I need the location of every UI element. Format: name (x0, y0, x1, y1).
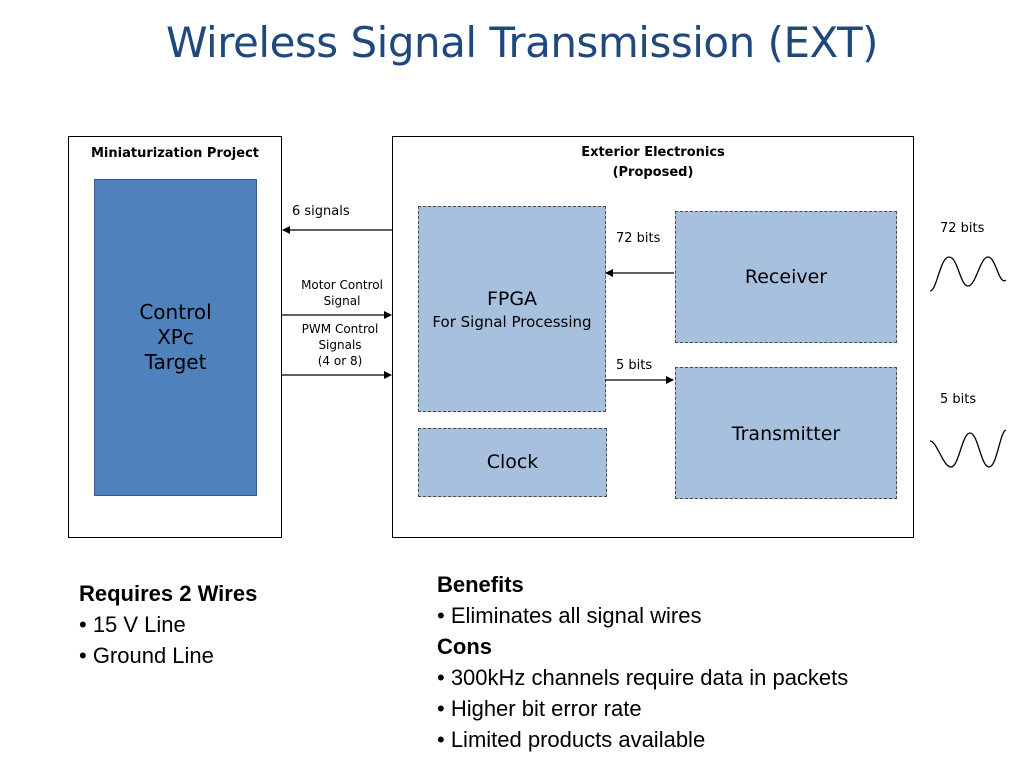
fpga-block: FPGA For Signal Processing (418, 206, 606, 412)
wires-heading: Requires 2 Wires (79, 581, 258, 606)
benefits-cons-section: Benefits • Eliminates all signal wires C… (437, 569, 848, 755)
wires-section: Requires 2 Wires • 15 V Line • Ground Li… (79, 578, 257, 671)
page-title: Wireless Signal Transmission (EXT) (165, 18, 879, 67)
control-block-line-3: Target (144, 350, 207, 374)
cons-item-1: • 300kHz channels require data in packet… (437, 665, 849, 690)
wires-item-1: • 15 V Line (79, 612, 186, 637)
clock-label: Clock (486, 451, 539, 473)
exterior-electronics-subtitle: (Proposed) (612, 165, 694, 180)
transmitter-label: Transmitter (731, 423, 841, 445)
wave-top-bits-label: 72 bits (940, 221, 985, 236)
cons-heading: Cons (437, 634, 492, 659)
clock-block: Clock (418, 428, 607, 497)
benefits-heading: Benefits (437, 572, 524, 597)
benefits-item-1: • Eliminates all signal wires (437, 603, 702, 628)
receiver-block: Receiver (675, 211, 897, 343)
fpga-sublabel: For Signal Processing (432, 312, 592, 331)
pwm-control-line-2: Signals (318, 338, 362, 352)
exterior-electronics-title: Exterior Electronics (581, 145, 725, 160)
fpga-output-bits-label: 5 bits (616, 358, 653, 373)
control-block-line-2: XPc (157, 325, 194, 349)
six-signals-label: 6 signals (292, 204, 350, 219)
motor-control-line-2: Signal (323, 294, 361, 308)
pwm-control-line-3: (4 or 8) (317, 354, 363, 368)
transmitted-wave-icon (929, 429, 1007, 468)
received-wave-icon (929, 256, 1007, 292)
miniaturization-project-title: Miniaturization Project (91, 146, 259, 161)
control-xpc-target-block: Control XPc Target (94, 179, 257, 496)
exterior-electronics-box: Exterior Electronics (Proposed) FPGA For… (392, 136, 914, 538)
control-block-line-1: Control (139, 300, 212, 324)
pwm-control-label: PWM Control Signals (4 or 8) (290, 321, 390, 369)
transmitter-block: Transmitter (675, 367, 897, 499)
miniaturization-project-box: Miniaturization Project Control XPc Targ… (68, 136, 282, 538)
motor-control-line-1: Motor Control (301, 278, 383, 292)
pwm-control-line-1: PWM Control (301, 322, 379, 336)
fpga-label: FPGA (486, 287, 538, 310)
receiver-label: Receiver (744, 266, 828, 288)
cons-item-2: • Higher bit error rate (437, 696, 642, 721)
motor-control-label: Motor Control Signal (292, 277, 392, 309)
cons-item-3: • Limited products available (437, 727, 706, 752)
fpga-input-bits-label: 72 bits (616, 231, 661, 246)
wave-bottom-bits-label: 5 bits (940, 392, 977, 407)
wires-item-2: • Ground Line (79, 643, 214, 668)
